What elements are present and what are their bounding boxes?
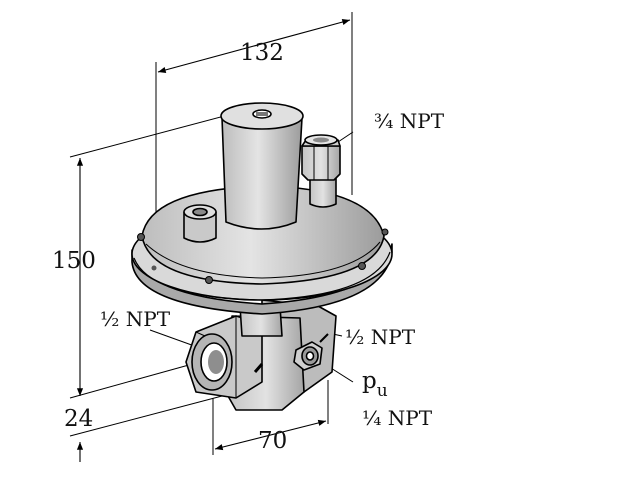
dimension-line-132 xyxy=(157,19,351,73)
regulator-illustration xyxy=(131,102,393,411)
spring-cap xyxy=(220,102,304,230)
dimension-label-24: 24 xyxy=(64,406,93,432)
dimension-line-70 xyxy=(214,419,327,451)
callout-top-outlet: ¾ NPT xyxy=(374,109,445,133)
outlet-fitting xyxy=(301,134,341,208)
callout-right-port: ½ NPT xyxy=(345,325,416,349)
callout-pressure-symbol: pu xyxy=(362,368,388,401)
dimension-label-70: 70 xyxy=(258,428,287,454)
extension-line-150-bottom xyxy=(69,362,197,399)
rim-bolts xyxy=(137,228,389,284)
vent-plug xyxy=(183,204,217,243)
callout-pressure-port: ¼ NPT xyxy=(362,406,433,430)
dimension-label-132: 132 xyxy=(240,40,284,66)
dimension-label-150: 150 xyxy=(52,248,96,274)
extension-line-24-bottom xyxy=(69,395,223,437)
callout-left-inlet: ½ NPT xyxy=(100,307,171,331)
pressure-port xyxy=(293,341,323,371)
